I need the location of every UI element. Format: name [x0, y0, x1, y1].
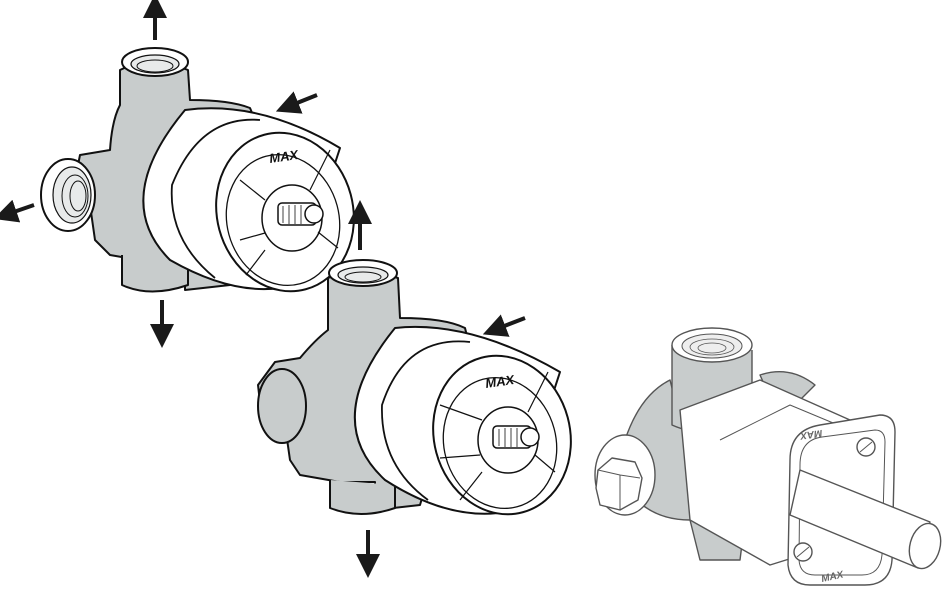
arrow-left-icon — [0, 199, 35, 223]
valve-2-arrows — [348, 200, 526, 578]
valve-unit-2: MAX — [257, 259, 572, 516]
valve-1-arrows — [0, 0, 318, 348]
bottom-port — [329, 480, 396, 515]
max-label-bottom: MAX — [820, 569, 845, 585]
valve-unit-1: MAX — [40, 47, 355, 293]
max-label: MAX — [484, 372, 516, 391]
bottom-port — [121, 255, 189, 293]
arrow-inlet-icon — [482, 314, 526, 337]
left-plug — [257, 368, 307, 444]
valve-unit-3: MAX MAX — [594, 327, 942, 586]
max-label: MAX — [268, 147, 300, 166]
max-label-top: MAX — [798, 427, 823, 441]
arrow-inlet-icon — [275, 91, 318, 114]
hex-plug — [595, 457, 643, 511]
